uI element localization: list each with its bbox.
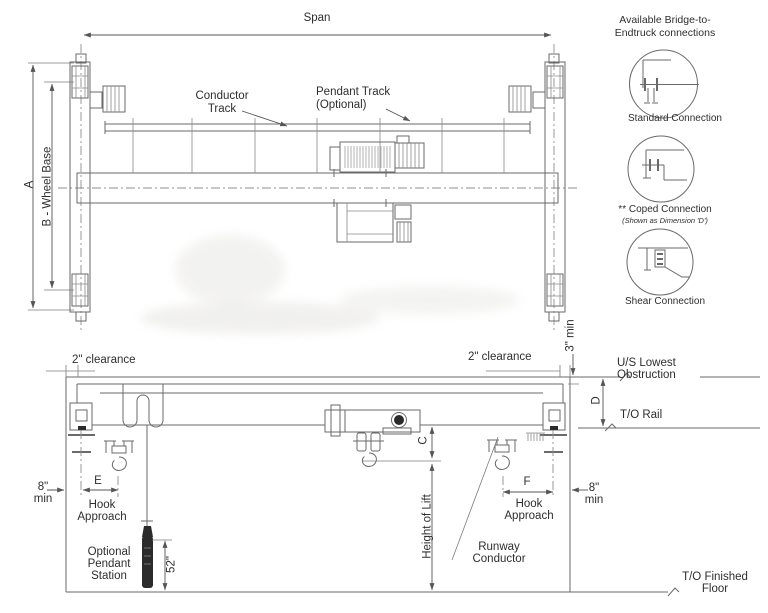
wheel-right-elevation <box>540 402 567 453</box>
dim-b-wheel-base-label: B - Wheel Base <box>41 146 54 227</box>
pendant-track-label: Pendant Track(Optional) <box>316 86 391 111</box>
eight-min-left-label: 8"min <box>33 481 53 505</box>
endtruck-left-plan <box>69 53 126 322</box>
dim-c-label: C <box>417 436 430 445</box>
endtruck-right-plan <box>508 53 566 322</box>
elevation-view <box>46 354 760 597</box>
span-dimension-label: Span <box>303 12 331 24</box>
to-rail-label: T/O Rail <box>620 409 663 421</box>
dim-a-label: A <box>23 180 36 189</box>
hook-left <box>103 440 135 471</box>
wheel-left-elevation <box>68 402 95 453</box>
coped-connection-label: ** Coped Connection (Shown as Dimension … <box>618 204 712 225</box>
dim-d-label: D <box>590 396 603 405</box>
eight-min-right-label: 8"min <box>584 482 604 506</box>
hoist-plan <box>329 135 425 207</box>
shear-connection-circle <box>626 228 694 296</box>
dim-f-label: F <box>523 476 531 488</box>
pendant-station <box>141 425 153 588</box>
fifty-two-inch-label: 52" <box>165 556 178 573</box>
clearance-left-label: 2" clearance <box>72 354 136 366</box>
plan-view <box>28 32 578 332</box>
height-of-lift-label: Height of Lift <box>421 494 434 559</box>
connections-panel <box>626 49 699 296</box>
coped-connection-circle <box>627 135 695 203</box>
hoist-elevation <box>324 404 421 467</box>
three-min-label: 3" min <box>564 319 577 352</box>
watermark <box>140 235 520 334</box>
standard-connection-label: Standard Connection <box>628 113 722 124</box>
dim-e-label: E <box>94 475 102 487</box>
hoist-below-plan <box>336 202 412 243</box>
shear-connection-label: Shear Connection <box>624 296 706 307</box>
clearance-right-label: 2" clearance <box>468 351 532 363</box>
connections-header: Available Bridge-to-Endtruck connections <box>614 14 716 39</box>
